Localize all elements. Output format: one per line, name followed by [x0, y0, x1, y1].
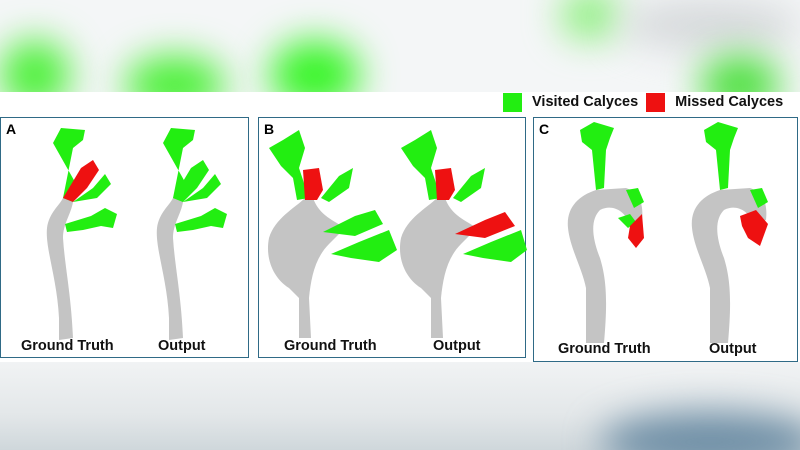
output-model: [691, 122, 768, 343]
ground-truth-model: [267, 130, 397, 338]
panel-label: B: [264, 121, 275, 137]
panel-c: C Ground Truth Output: [533, 117, 798, 362]
caption-output: Output: [158, 338, 206, 354]
panel-label: A: [6, 121, 17, 137]
caption-output: Output: [433, 338, 481, 354]
blurred-background-top: [0, 0, 800, 92]
panel-b: B Ground Truth Output: [258, 117, 527, 358]
ground-truth-model: [567, 122, 644, 343]
caption-ground-truth: Ground Truth: [558, 341, 651, 357]
output-model: [156, 128, 227, 340]
caption-ground-truth: Ground Truth: [284, 338, 377, 354]
panel-label: C: [539, 121, 550, 137]
caption-ground-truth: Ground Truth: [21, 338, 114, 354]
kidney-model-illustration: [46, 128, 227, 340]
blurred-background-bottom: [0, 362, 800, 450]
kidney-model-illustration: [567, 122, 768, 343]
legend-missed-label: Missed Calyces: [675, 94, 784, 110]
ground-truth-model: [46, 128, 117, 340]
caption-output: Output: [709, 341, 757, 357]
legend: Visited Calyces Missed Calyces: [503, 91, 791, 113]
output-model: [399, 130, 527, 338]
missed-swatch: [646, 92, 666, 112]
kidney-model-illustration: [267, 130, 527, 338]
panel-a: A Ground Truth Output: [0, 117, 249, 358]
visited-swatch: [503, 92, 522, 112]
legend-visited-label: Visited Calyces: [532, 94, 639, 110]
